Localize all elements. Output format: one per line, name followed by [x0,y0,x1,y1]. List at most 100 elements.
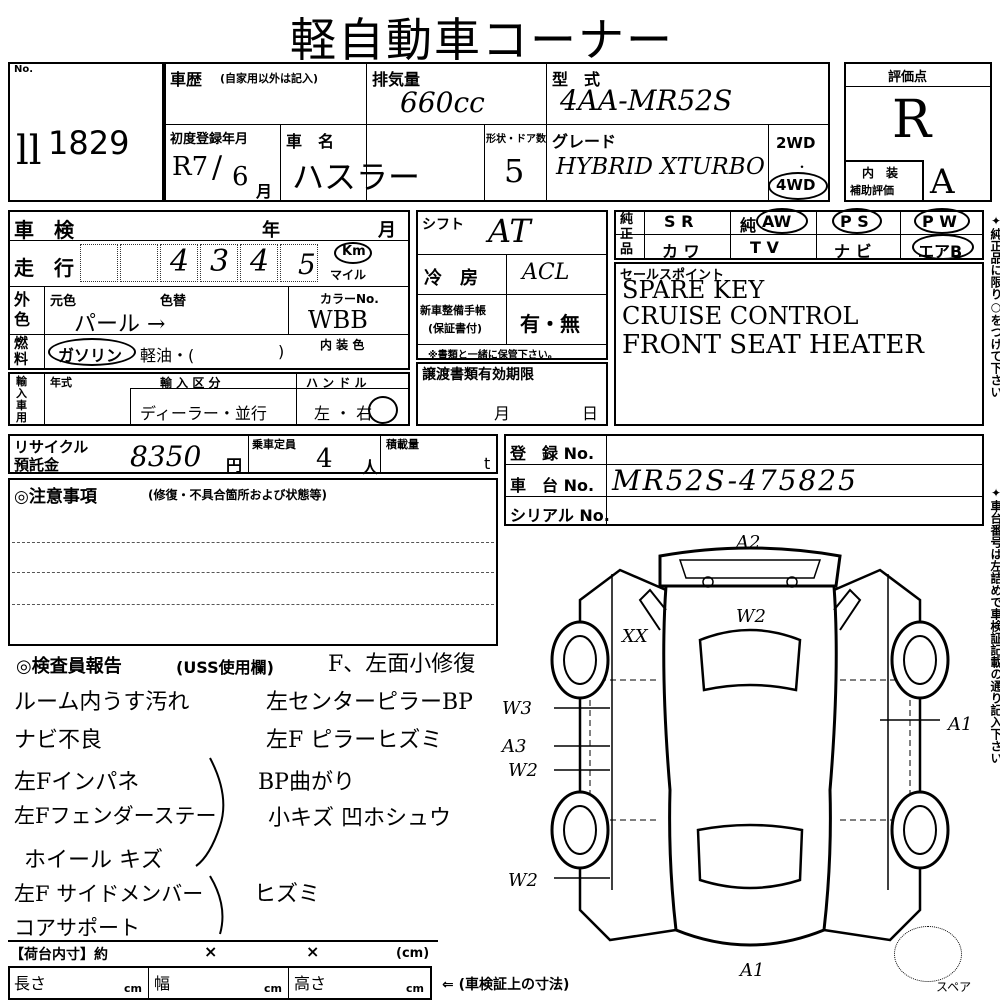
transfer-day: 日 [582,404,599,423]
page-title: 軽自動車コーナー [290,13,674,67]
sales-point-label: セールスポイント [620,268,725,283]
aircon-label: 冷 房 [424,268,478,289]
inspection-month: 月 [378,220,396,241]
equipment-label: 純正品 [620,212,634,257]
notes-sub: (修復・不具合箇所および状態等) [148,488,327,502]
sales-point-line-3: FRONT SEAT HEATER [622,330,924,360]
load-label: 積載量 [386,438,419,451]
mileage-mile: マイル [330,268,367,282]
equip-airbag: エアB [918,242,963,261]
cargo-x1: × [204,942,218,961]
mileage-digit-5: 4 [250,244,270,279]
mileage-km-circle [334,242,372,264]
recycle-unit: 円 [226,456,243,475]
equip-pw: P W [922,212,957,231]
car-name-label: 車 名 [286,132,335,151]
notes-label: ◎注意事項 [14,487,97,507]
inspector-left-3: 左Fインパネ [14,770,140,795]
capacity-value: 4 [316,444,333,474]
equip-ps: P S [840,212,869,231]
dims-length: 長さ [14,974,47,993]
diagram-mark-a2: A2 [734,532,760,553]
inspector-left-2: ナビ不良 [14,728,103,753]
inspection-year: 年 [262,220,280,241]
displacement-value: 660cc [400,86,485,119]
import-box [8,372,410,426]
notes-box [8,478,498,646]
inspector-left-5: ホイール キズ [24,848,163,873]
equip-sr: S R [664,212,694,231]
sales-point-line-1: SPARE KEY [622,276,765,304]
grade-value: HYBRID XTURBO [556,154,765,180]
car-diagram: A2 W2 XX W3 A3 W2 W2 A1 A1 [500,532,972,980]
lot-mark: ll [16,128,42,174]
mileage-label: 走 行 [14,256,74,280]
spare-label: スペア [936,980,972,994]
color-repaint-label: 色替 [160,294,187,309]
dims-length-cm: cm [124,982,142,995]
diagram-mark-w2-top: W2 [736,606,766,627]
capacity-label: 乗車定員 [252,438,296,451]
drive-selected-circle [768,172,828,200]
side-note-2: ✦車台番号は左詰めで車検証記載の通り記入下さい [989,486,1000,764]
inspector-sub: (USS使用欄) [176,658,274,677]
diagram-mark-xx: XX [620,626,649,647]
inspector-header-note: F、左面小修復 [328,652,476,677]
inspector-right-5: ヒズミ [254,882,321,907]
fuel-diesel: 軽油・( [140,346,195,365]
aircon-value: ACL [522,260,570,285]
dims-box [8,966,432,1000]
car-name-value: ハスラー [292,158,421,196]
manual-value: 有・無 [520,312,580,336]
inspector-right-4: 小キズ 凹ホシュウ [268,806,451,831]
equip-tv: T V [750,238,779,257]
score-value: R [892,90,932,150]
shift-label: シフト [422,217,464,233]
first-reg-label: 初度登録年月 [170,132,249,147]
mileage-digit-4: 3 [210,244,230,279]
color-value: パール → [74,312,166,337]
color-code-value: WBB [308,306,368,334]
history-label: 車歴 [170,70,203,89]
recycle-box [8,434,498,474]
equip-navi: ナ ビ [834,242,872,261]
cargo-x2: × [306,942,320,961]
lot-no-label: No. [14,64,34,75]
fuel-label: 燃料 [14,336,28,368]
recycle-value: 8350 [130,440,202,473]
import-year-label: 年式 [50,376,72,389]
inspector-label: ◎検査員報告 [16,656,122,677]
lot-box [8,62,164,202]
diagram-mark-a1-right: A1 [946,714,972,735]
cargo-unit: (cm) [396,946,430,961]
transfer-label: 譲渡書類有効期限 [422,367,534,383]
score-label: 評価点 [888,70,928,85]
inspector-left-4: 左Fフェンダーステー [14,804,217,828]
serial-label: シリアル No. [510,506,610,525]
handle-value: 左 ・ 右 [314,404,373,423]
registration-label: 登 録 No. [510,444,595,463]
interior-label-2: 補助評価 [850,184,894,197]
mileage-digit-6: 5 [298,248,316,281]
interior-label-1: 内 装 [862,166,899,180]
diagram-mark-a1-bottom: A1 [738,960,764,980]
doors-value: 5 [504,152,525,190]
lot-number: 1829 [48,124,130,162]
dims-height-cm: cm [406,982,424,995]
header-grid [164,62,830,202]
chassis-value: MR52S-475825 [612,464,858,497]
inspector-right-2: 左F ピラーヒズミ [266,728,443,753]
grade-label: グレード [552,132,617,151]
transfer-box [416,362,608,426]
interior-score: A [930,162,955,202]
diagram-mark-w2-bottom: W2 [508,870,538,891]
fuel-close: ) [278,342,285,361]
color-orig-label: 元色 [50,294,77,309]
model-label: 型 式 [552,70,601,89]
load-unit: t [484,454,491,473]
transfer-month: 月 [494,404,511,423]
first-reg-month-unit: 月 [256,182,273,201]
diagram-mark-w2-side: W2 [508,760,538,781]
cargo-label: 【荷台内寸】約 [10,947,108,963]
mileage-digit-3: 4 [170,244,190,279]
